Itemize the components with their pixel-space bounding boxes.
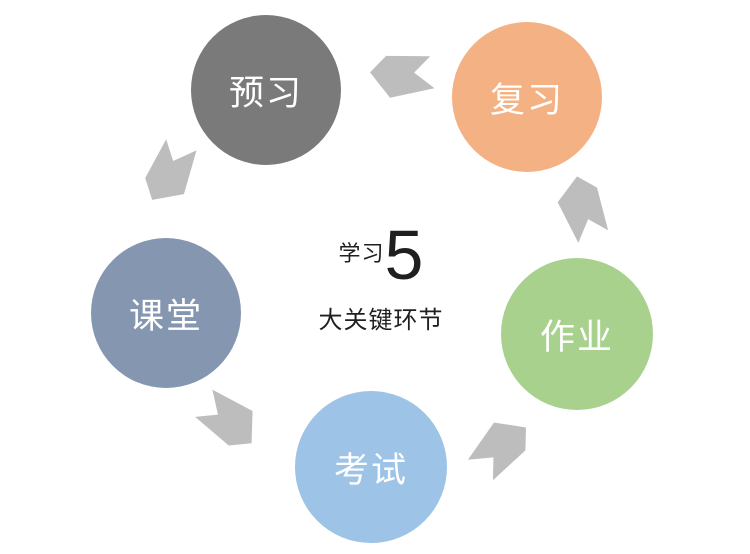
chevron-arrow-shape — [557, 176, 609, 243]
circle-preview-label: 预习 — [228, 73, 303, 113]
arrow-homework-to-review — [554, 171, 612, 247]
chevron-arrow-shape — [467, 422, 526, 481]
circle-exam-label: 考试 — [333, 450, 408, 490]
circle-class: 课堂 — [91, 238, 241, 388]
center-title-suffix: 大关键环节 — [318, 307, 444, 334]
circle-preview: 预习 — [191, 15, 341, 165]
center-title-number: 5 — [384, 216, 424, 294]
chevron-arrow-icon — [467, 422, 526, 481]
chevron-arrow-shape — [195, 389, 253, 446]
arrow-class-to-exam — [186, 377, 270, 462]
arrow-review-to-preview — [365, 45, 441, 104]
circle-review-label: 复习 — [489, 80, 564, 120]
center-title: 学习 5 大关键环节 — [296, 216, 466, 335]
circle-exam: 考试 — [295, 391, 447, 543]
arrow-preview-to-class — [129, 129, 211, 215]
circle-class-label: 课堂 — [128, 296, 203, 336]
chevron-arrow-shape — [145, 139, 197, 200]
arrow-exam-to-homework — [457, 407, 543, 488]
chevron-arrow-icon — [195, 389, 253, 446]
circle-homework-label: 作业 — [539, 317, 614, 357]
chevron-arrow-icon — [557, 176, 609, 243]
center-title-prefix: 学习 — [338, 241, 385, 266]
circle-review: 复习 — [452, 22, 602, 172]
circle-homework: 作业 — [501, 258, 653, 410]
chevron-arrow-icon — [369, 55, 435, 98]
chevron-arrow-icon — [145, 139, 197, 200]
center-title-line1: 学习 5 — [296, 216, 466, 294]
chevron-arrow-shape — [369, 55, 435, 98]
